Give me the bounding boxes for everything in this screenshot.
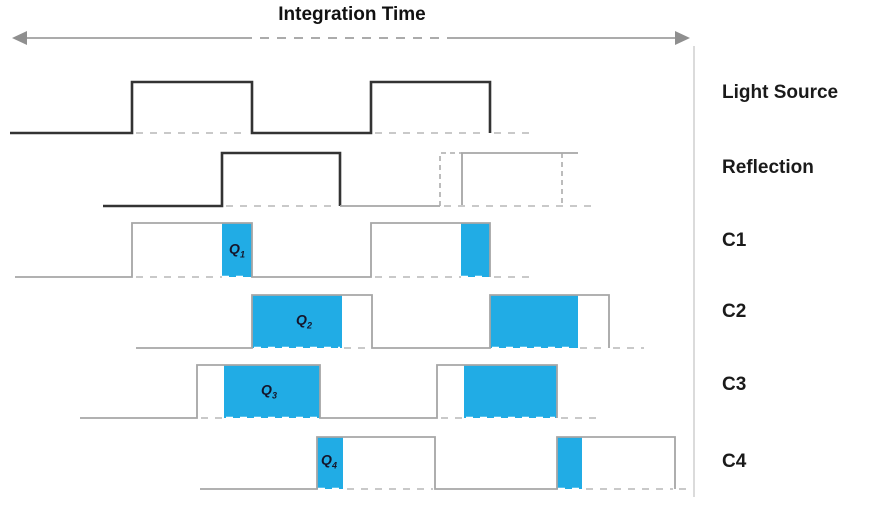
c3-trace — [80, 364, 558, 419]
q4-label: Q4 — [321, 452, 337, 471]
q2-label: Q2 — [296, 312, 312, 331]
q1-label-sub: 1 — [239, 249, 245, 260]
q1-label-base: Q — [229, 240, 240, 257]
row-label-c4: C4 — [722, 451, 747, 472]
q1-charge-region-2 — [461, 223, 490, 277]
integration-time-title: Integration Time — [278, 4, 426, 25]
q4-charge-region-2 — [557, 437, 582, 489]
c4-trace — [200, 436, 676, 490]
q2-label-base: Q — [296, 311, 307, 328]
q3-charge-region-2 — [464, 365, 557, 418]
q2-charge-region-2 — [490, 295, 578, 348]
integration-arrowhead-right — [675, 31, 690, 45]
q4-label-sub: 4 — [331, 460, 337, 471]
row-label-reflection: Reflection — [722, 157, 814, 178]
q4-charge-region — [317, 437, 343, 489]
light-source-trace — [10, 80, 492, 135]
q3-label-sub: 3 — [271, 390, 277, 401]
row-label-c3: C3 — [722, 374, 747, 395]
q1-label: Q1 — [229, 241, 245, 260]
q3-label-base: Q — [261, 381, 272, 398]
q2-charge-region — [252, 295, 342, 348]
reflection-trace — [103, 151, 342, 208]
integration-arrowhead-left — [12, 31, 27, 45]
c2-trace — [136, 294, 610, 349]
q4-label-base: Q — [321, 451, 332, 468]
reflection-ghost-rise-dashed — [439, 152, 462, 206]
q1-charge-region — [222, 223, 252, 277]
row-label-c2: C2 — [722, 301, 747, 322]
row-label-light-source: Light Source — [722, 82, 839, 103]
q3-charge-region — [224, 365, 320, 418]
q3-label: Q3 — [261, 382, 277, 401]
row-label-c1: C1 — [722, 230, 747, 251]
c1-trace — [15, 222, 491, 278]
q2-label-sub: 2 — [306, 320, 312, 331]
reflection-second-pulse-gray — [461, 152, 578, 206]
